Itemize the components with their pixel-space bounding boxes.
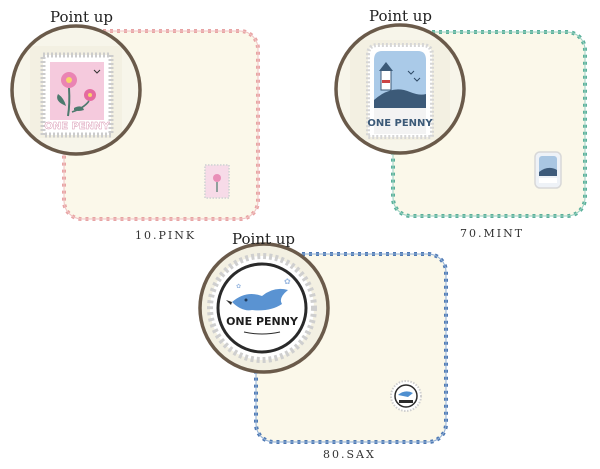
callout-title-mint: Point up bbox=[369, 7, 433, 25]
patch-text-mint: ONE PENNY bbox=[367, 118, 433, 129]
color-label-mint: 70.MINT bbox=[460, 227, 525, 240]
callout-title-pink: Point up bbox=[50, 8, 114, 26]
towel-sax-patch bbox=[390, 380, 422, 412]
patch-text-pink: ONE PENNY bbox=[44, 121, 110, 132]
color-label-pink: 10.PINK bbox=[135, 229, 197, 242]
towel-mint-patch bbox=[534, 151, 562, 189]
callout-circle-mint: ONE PENNY bbox=[334, 23, 466, 155]
callout-circle-pink: ONE PENNY bbox=[10, 24, 142, 156]
callout-title-sax: Point up bbox=[232, 230, 296, 248]
color-label-sax: 80.SAX bbox=[323, 448, 376, 461]
svg-text:✿: ✿ bbox=[236, 283, 241, 290]
towel-pink-patch bbox=[204, 164, 230, 199]
callout-circle-sax: ✿ ✿ ONE PENNY bbox=[198, 242, 330, 374]
patch-text-sax: ONE PENNY bbox=[226, 315, 299, 328]
svg-text:✿: ✿ bbox=[284, 277, 291, 286]
